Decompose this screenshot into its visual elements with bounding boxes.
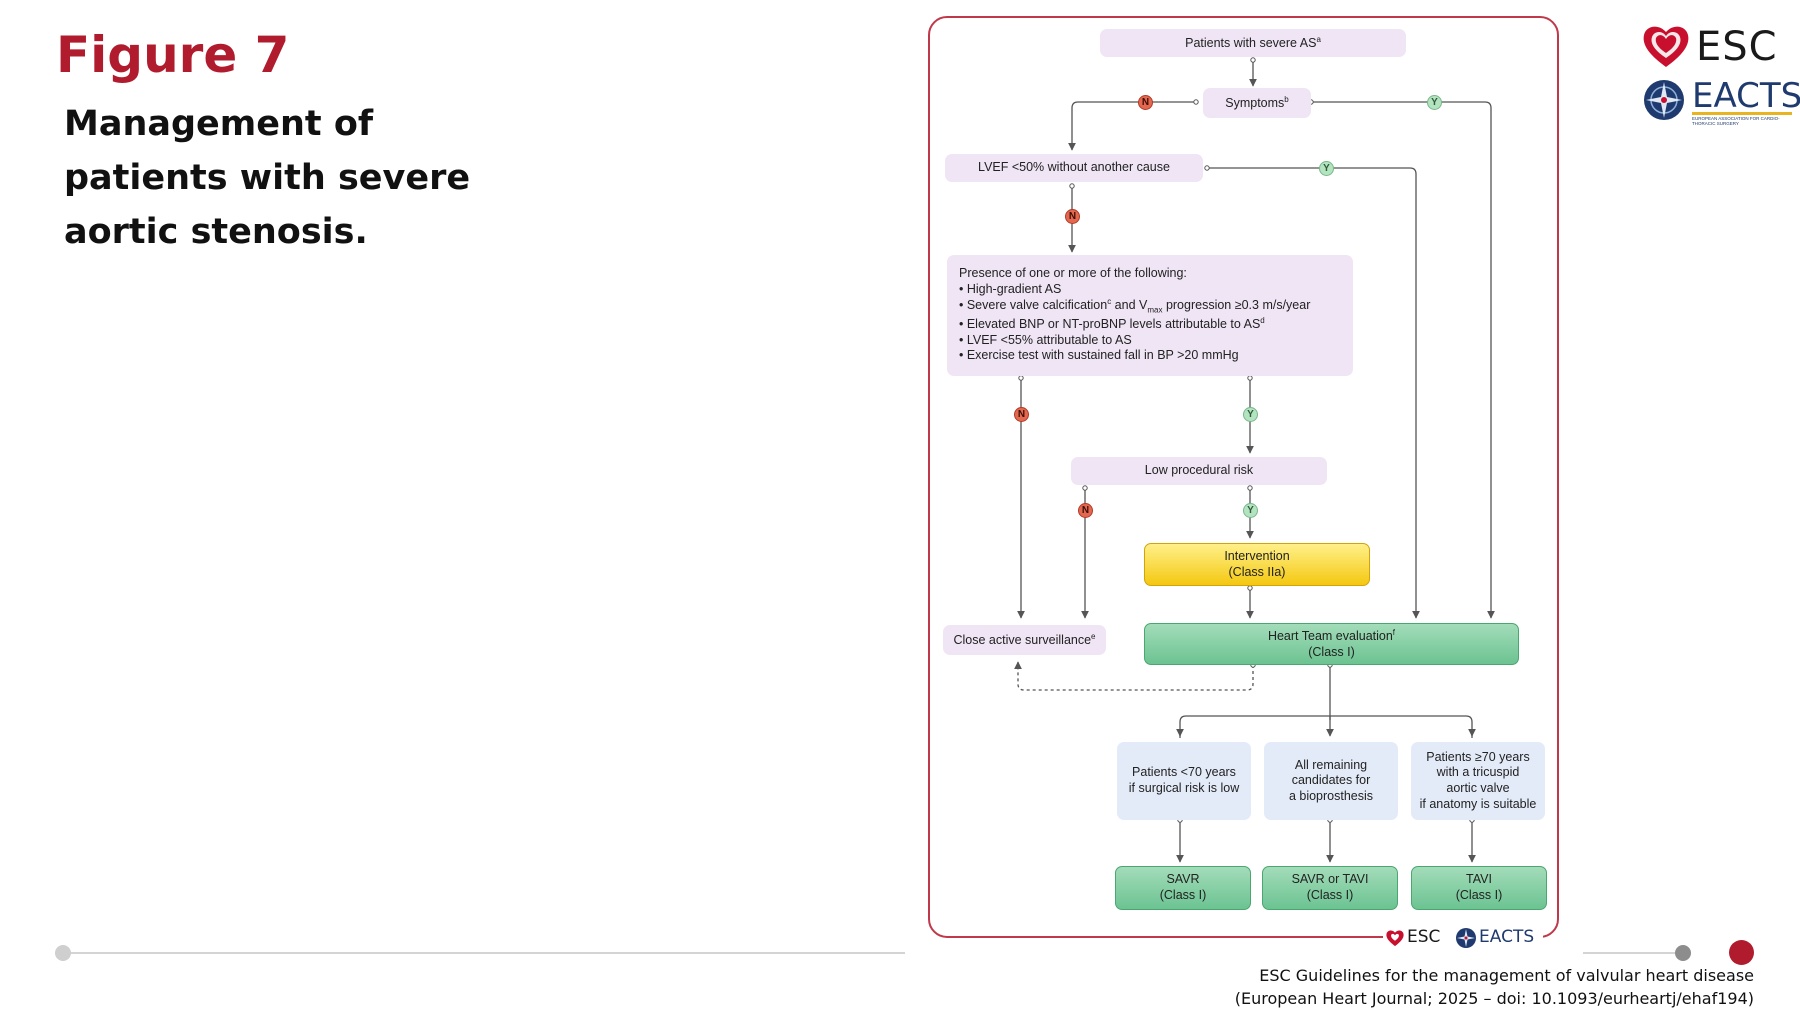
slide-title-line-3: aortic stenosis. (64, 212, 368, 252)
heart-team-line-1: Heart Team evaluation (1267, 628, 1393, 643)
intervention-box: Intervention (Class IIa) (1144, 543, 1370, 586)
frame-logos: ESC EACTS (1383, 926, 1543, 950)
badge-no-symptoms: N (1138, 95, 1153, 110)
criteria-box: Presence of one or more of the following… (947, 255, 1353, 376)
group-remaining-line-1: All remaining (1294, 757, 1368, 772)
intervention-line-1: Intervention (1224, 548, 1290, 563)
criteria-item-calcification-sub: max (1147, 305, 1163, 315)
progress-dot-start (55, 945, 71, 961)
frame-eacts-text: EACTS (1479, 927, 1535, 947)
group-remaining-line-3: a bioprosthesis (1288, 788, 1374, 803)
badge-no-low-risk: N (1078, 503, 1093, 518)
criteria-heading: Presence of one or more of the following… (959, 266, 1187, 280)
start-box-footnote: a (1316, 34, 1321, 44)
lvef-box-text: LVEF <50% without another cause (978, 160, 1170, 175)
criteria-item-calcification-pre: • Severe valve calcification (959, 298, 1108, 313)
criteria-item-calcification-mid: and V (1111, 298, 1148, 313)
footer-line-2: (European Heart Journal; 2025 – doi: 10.… (1234, 989, 1754, 1008)
criteria-item-calcification-footnote: c (1107, 297, 1112, 307)
start-box-text: Patients with severe AS (1185, 35, 1317, 50)
badge-no-criteria: N (1014, 407, 1029, 422)
group-over-70-line-4: if anatomy is suitable (1419, 796, 1537, 811)
badge-yes-criteria: Y (1243, 407, 1258, 422)
start-box: Patients with severe ASa (1100, 29, 1406, 57)
footer-line-1: ESC Guidelines for the management of val… (1259, 966, 1754, 985)
outcome-savr-or-tavi-line-1: SAVR or TAVI (1291, 872, 1369, 887)
criteria-item-bnp-footnote: d (1260, 315, 1265, 325)
intervention-line-2: (Class IIa) (1228, 564, 1286, 579)
outcome-tavi: TAVI (Class I) (1411, 866, 1547, 910)
outcome-savr: SAVR (Class I) (1115, 866, 1251, 910)
outcome-tavi-line-2: (Class I) (1455, 888, 1503, 902)
surveillance-box: Close active surveillancee (943, 625, 1106, 655)
outcome-savr-line-1: SAVR (1166, 872, 1200, 887)
group-box-remaining: All remaining candidates for a bioprosth… (1264, 742, 1398, 820)
eacts-underline (1692, 112, 1792, 115)
criteria-item-calcification-post: progression ≥0.3 m/s/year (1162, 298, 1311, 313)
bottom-rule-right (1583, 952, 1683, 954)
badge-no-lvef: N (1065, 209, 1080, 224)
group-box-under-70: Patients <70 years if surgical risk is l… (1117, 742, 1251, 820)
badge-yes-low-risk: Y (1243, 503, 1258, 518)
lvef-box: LVEF <50% without another cause (945, 154, 1203, 182)
symptoms-box: Symptomsb (1203, 88, 1311, 118)
symptoms-box-footnote: b (1284, 94, 1289, 104)
low-risk-box: Low procedural risk (1071, 457, 1327, 485)
heart-team-line-2: (Class I) (1308, 644, 1355, 659)
eacts-caption: EUROPEAN ASSOCIATION FOR CARDIO-THORACIC… (1692, 116, 1780, 126)
criteria-item-bnp-text: • Elevated BNP or NT-proBNP levels attri… (959, 317, 1261, 332)
group-remaining-line-2: candidates for (1291, 773, 1371, 788)
progress-dot-current (1729, 940, 1754, 965)
criteria-item-high-gradient: • High-gradient AS (959, 281, 1062, 296)
badge-yes-lvef: Y (1319, 161, 1334, 176)
esc-logo: ESC (1640, 20, 1780, 75)
criteria-item-exercise: • Exercise test with sustained fall in B… (959, 348, 1239, 363)
esc-logo-text: ESC (1696, 24, 1778, 70)
outcome-tavi-line-1: TAVI (1466, 872, 1492, 887)
esc-heart-icon (1643, 26, 1689, 67)
group-under-70-line-1: Patients <70 years (1132, 765, 1236, 780)
outcome-savr-or-tavi: SAVR or TAVI (Class I) (1262, 866, 1398, 910)
surveillance-box-footnote: e (1091, 631, 1096, 641)
figure-label: Figure 7 (56, 26, 290, 84)
outcome-savr-or-tavi-line-2: (Class I) (1306, 888, 1354, 902)
criteria-item-bnp: • Elevated BNP or NT-proBNP levels attri… (959, 316, 1265, 333)
symptoms-box-text: Symptoms (1225, 95, 1285, 110)
progress-dot-middle (1675, 945, 1691, 961)
outcome-savr-line-2: (Class I) (1159, 888, 1207, 902)
heart-team-box: Heart Team evaluationf (Class I) (1144, 623, 1519, 665)
slide-title-line-1: Management of (64, 104, 374, 144)
group-under-70-line-2: if surgical risk is low (1128, 781, 1240, 795)
eacts-globe-icon (1644, 80, 1684, 120)
slide-title-line-2: patients with severe (64, 158, 471, 198)
heart-team-footnote: f (1392, 627, 1396, 637)
surveillance-box-text: Close active surveillance (953, 632, 1092, 647)
frame-esc-text: ESC (1407, 927, 1441, 947)
bottom-rule-left (62, 952, 905, 954)
badge-yes-symptoms: Y (1427, 95, 1442, 110)
footer-citation: ESC Guidelines for the management of val… (1235, 964, 1754, 1010)
frame-esc-heart-icon (1386, 930, 1404, 947)
frame-eacts-globe-icon (1456, 928, 1476, 948)
group-box-over-70: Patients ≥70 years with a tricuspid aort… (1411, 742, 1545, 820)
group-over-70-line-3: aortic valve (1446, 781, 1510, 795)
group-over-70-line-1: Patients ≥70 years (1426, 749, 1530, 764)
eacts-logo-text: EACTS (1692, 76, 1800, 116)
criteria-item-calcification: • Severe valve calcificationc and Vmax p… (959, 297, 1310, 316)
eacts-logo: EACTS EUROPEAN ASSOCIATION FOR CARDIO-TH… (1640, 76, 1800, 126)
low-risk-box-text: Low procedural risk (1144, 463, 1254, 478)
group-over-70-line-2: with a tricuspid (1436, 765, 1520, 780)
criteria-item-lvef: • LVEF <55% attributable to AS (959, 332, 1132, 347)
